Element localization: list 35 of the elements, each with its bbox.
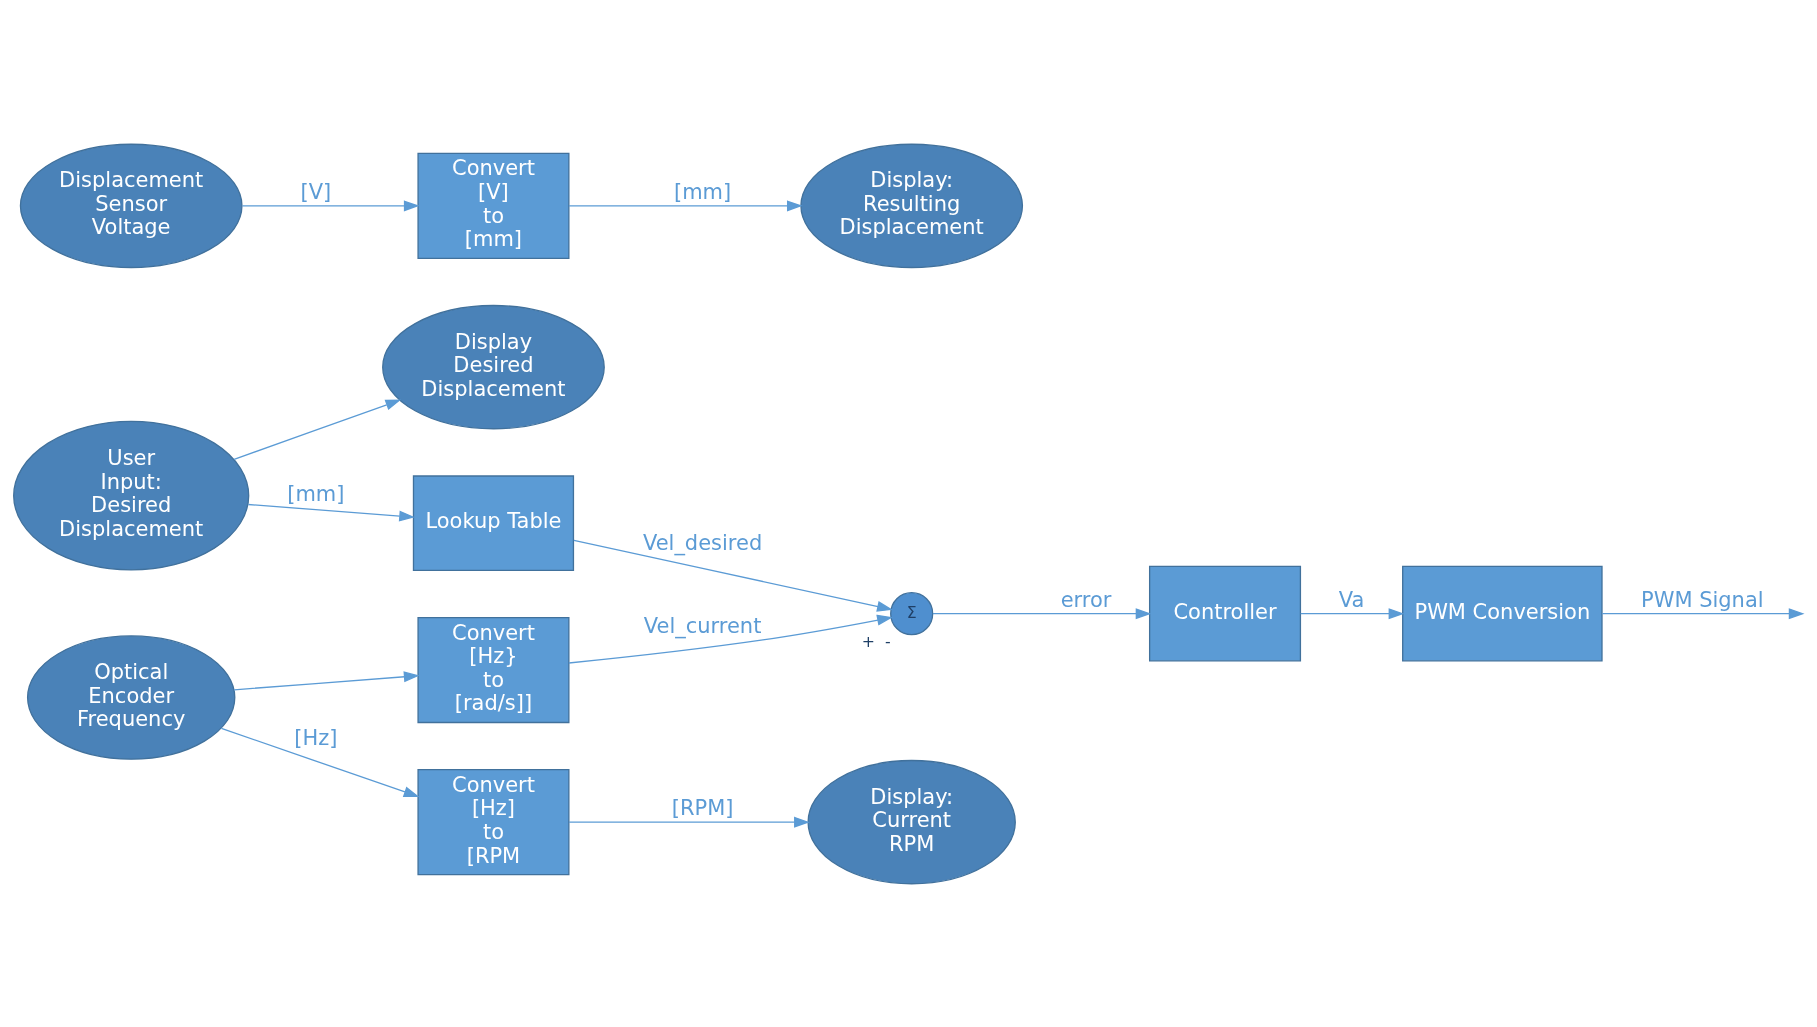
edge-label: error (1060, 587, 1112, 612)
arrow (1601, 607, 1805, 619)
node-label: + - (861, 631, 891, 651)
arrow (233, 399, 402, 460)
node-box: Convert [Hz} to [rad/s]] (417, 616, 570, 723)
edge-label: [Hz] (294, 725, 338, 750)
node-box: Controller (1148, 565, 1302, 661)
arrow (932, 607, 1152, 619)
edge-label: [V] (300, 179, 332, 204)
node-box: Convert [Hz] to [RPM (417, 768, 570, 875)
node-ellipse: User Input: Desired Displacement (13, 420, 250, 571)
edge-label: Vel_desired (642, 530, 763, 555)
arrow (568, 614, 893, 664)
node-box: Convert [V] to [mm] (417, 152, 570, 259)
arrow (1300, 607, 1405, 619)
node-circle: Σ (890, 591, 934, 635)
edge-label: [mm] (673, 179, 732, 204)
edge-label: Vel_current (643, 613, 762, 638)
edge-label: [mm] (287, 481, 345, 506)
edge-label: Va (1338, 587, 1365, 612)
arrow (241, 199, 420, 211)
arrow (568, 816, 810, 828)
node-ellipse: Displacement Sensor Voltage (19, 143, 243, 268)
edge-label: [RPM] (671, 795, 734, 820)
edge-label: PWM Signal (1641, 587, 1764, 612)
node-box: Lookup Table (412, 474, 575, 571)
node-ellipse: Optical Encoder Frequency (26, 634, 236, 760)
arrow (220, 727, 420, 797)
arrow (233, 670, 420, 690)
arrow (573, 539, 893, 612)
node-ellipse: Display: Current RPM (807, 759, 1016, 884)
node-box: PWM Conversion (1402, 565, 1603, 661)
node-ellipse: Display: Resulting Displacement (800, 143, 1024, 268)
arrow (568, 199, 803, 211)
arrow (247, 503, 415, 522)
